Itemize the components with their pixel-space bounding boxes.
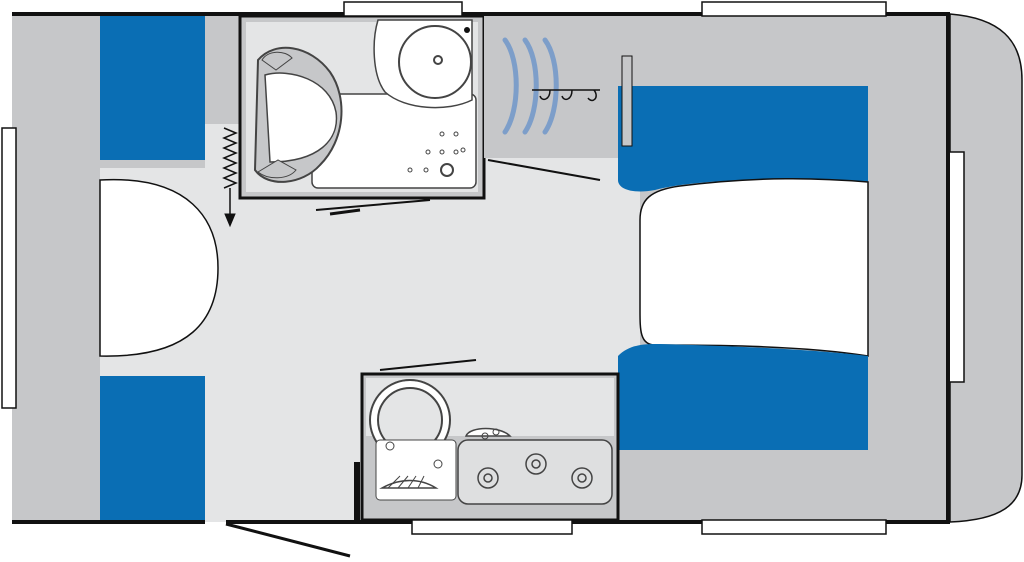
window-top-bath [343, 1, 463, 17]
bathroom-door [315, 199, 431, 211]
entry-door-frame [354, 462, 360, 522]
rear-window [1, 127, 17, 409]
toilet-icon [253, 46, 343, 183]
coat-hook-icon [532, 89, 600, 102]
bathroom-door-handle [329, 208, 361, 216]
rear-cushion-bottom-1 [100, 376, 205, 482]
front-cushion-top [618, 86, 868, 192]
wardrobe-side-panel [621, 55, 633, 147]
front-cushion-bottom [618, 344, 868, 450]
front-floor-cutout [616, 158, 640, 380]
rear-cushion-bottom-2 [100, 482, 205, 522]
kitchen-door [379, 359, 477, 371]
rear-cushion-top-1 [100, 14, 205, 56]
window-top-front [701, 1, 887, 17]
rear-cushion-top-2 [100, 56, 205, 160]
stove-icon [457, 427, 613, 505]
rear-left-locker [205, 14, 240, 124]
sink-icon [369, 379, 457, 501]
front-mattress [639, 177, 869, 357]
rear-seat-top-trim [100, 160, 205, 168]
drawbar-nose [949, 13, 1023, 523]
heater-icon [502, 37, 559, 135]
window-bottom-kitchen [411, 519, 573, 535]
wardrobe-door [487, 159, 601, 181]
accordion-partition [222, 127, 238, 228]
rear-wall-unit [12, 14, 100, 522]
window-bottom-front [701, 519, 887, 535]
shell-outline [12, 12, 950, 524]
tap-icon [379, 475, 439, 489]
wardrobe-unit [484, 16, 616, 158]
rear-mattress [99, 178, 219, 357]
washbasin-icon [373, 19, 473, 109]
nose-window [947, 151, 965, 383]
entry-door-icon [225, 522, 351, 558]
